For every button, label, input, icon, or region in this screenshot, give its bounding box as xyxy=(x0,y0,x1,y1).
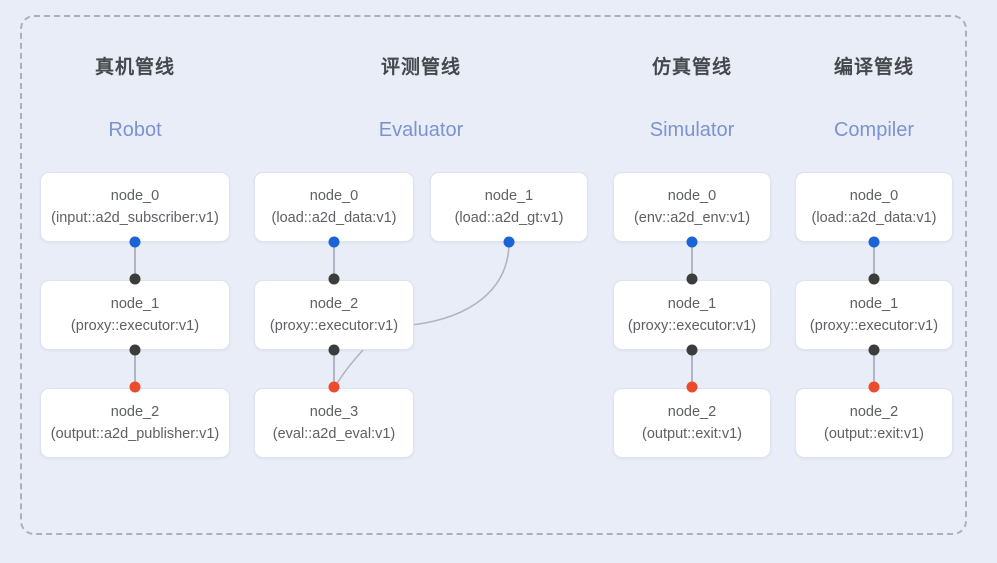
column-title-evaluator: 评测管线 xyxy=(380,57,461,78)
port-input-red[interactable] xyxy=(328,381,340,393)
column-subtitle-robot: Robot xyxy=(108,119,162,141)
node-name: node_0 xyxy=(309,188,359,204)
port-output-blue[interactable] xyxy=(328,236,340,248)
node-type: (proxy::executor:v1) xyxy=(809,318,939,334)
node-type: (env::a2d_env:v1) xyxy=(633,210,751,226)
port-input-red[interactable] xyxy=(686,381,698,393)
node-name: node_1 xyxy=(110,296,160,312)
node-name: node_0 xyxy=(667,188,717,204)
node-type: (load::a2d_data:v1) xyxy=(271,210,397,226)
node-type: (input::a2d_subscriber:v1) xyxy=(51,210,219,226)
port-input-red[interactable] xyxy=(868,381,880,393)
node-name: node_3 xyxy=(309,404,359,420)
column-robot: 真机管线 Robot xyxy=(40,55,230,143)
node-card[interactable]: node_0 (load::a2d_data:v1) xyxy=(795,172,953,242)
node-name: node_1 xyxy=(667,296,717,312)
node-card[interactable]: node_0 (input::a2d_subscriber:v1) xyxy=(40,172,230,242)
node-card[interactable]: node_2 (proxy::executor:v1) xyxy=(254,280,414,350)
node-card[interactable]: node_2 (output::exit:v1) xyxy=(613,388,771,458)
column-simulator: 仿真管线 Simulator xyxy=(597,55,787,143)
port-output-blue[interactable] xyxy=(503,236,515,248)
node-card[interactable]: node_1 (proxy::executor:v1) xyxy=(40,280,230,350)
port-output-black[interactable] xyxy=(686,344,698,356)
node-type: (output::a2d_publisher:v1) xyxy=(50,426,220,442)
edge-comp-1-2 xyxy=(873,349,875,387)
edge-sim-0-1 xyxy=(691,241,693,279)
node-type: (proxy::executor:v1) xyxy=(70,318,200,334)
column-subtitle-evaluator: Evaluator xyxy=(378,119,464,141)
node-card[interactable]: node_0 (load::a2d_data:v1) xyxy=(254,172,414,242)
node-card[interactable]: node_1 (proxy::executor:v1) xyxy=(795,280,953,350)
node-card[interactable]: node_2 (output::exit:v1) xyxy=(795,388,953,458)
port-input-black[interactable] xyxy=(686,273,698,285)
port-input-black[interactable] xyxy=(129,273,141,285)
edge-comp-0-1 xyxy=(873,241,875,279)
node-name: node_2 xyxy=(110,404,160,420)
port-output-black[interactable] xyxy=(868,344,880,356)
node-name: node_2 xyxy=(309,296,359,312)
node-type: (output::exit:v1) xyxy=(824,426,924,442)
port-input-black[interactable] xyxy=(868,273,880,285)
edge-eval-0-2 xyxy=(333,241,335,279)
column-subtitle-compiler: Compiler xyxy=(833,119,915,141)
node-name: node_1 xyxy=(484,188,534,204)
port-output-blue[interactable] xyxy=(686,236,698,248)
port-input-red[interactable] xyxy=(129,381,141,393)
column-title-compiler: 编译管线 xyxy=(833,57,914,78)
node-name: node_0 xyxy=(110,188,160,204)
column-compiler: 编译管线 Compiler xyxy=(779,55,969,143)
column-subtitle-simulator: Simulator xyxy=(649,119,735,141)
port-output-blue[interactable] xyxy=(129,236,141,248)
edge-robot-0-1 xyxy=(134,241,136,279)
node-type: (output::exit:v1) xyxy=(642,426,742,442)
port-output-blue[interactable] xyxy=(868,236,880,248)
node-type: (load::a2d_gt:v1) xyxy=(454,210,564,226)
edge-eval-2-3 xyxy=(333,349,335,387)
edge-sim-1-2 xyxy=(691,349,693,387)
edge-robot-1-2 xyxy=(134,349,136,387)
node-name: node_1 xyxy=(849,296,899,312)
node-card[interactable]: node_2 (output::a2d_publisher:v1) xyxy=(40,388,230,458)
port-output-black[interactable] xyxy=(328,344,340,356)
node-name: node_2 xyxy=(849,404,899,420)
dashed-container-frame xyxy=(20,15,967,535)
node-card[interactable]: node_3 (eval::a2d_eval:v1) xyxy=(254,388,414,458)
node-card[interactable]: node_1 (proxy::executor:v1) xyxy=(613,280,771,350)
port-input-black[interactable] xyxy=(328,273,340,285)
node-card[interactable]: node_1 (load::a2d_gt:v1) xyxy=(430,172,588,242)
node-type: (proxy::executor:v1) xyxy=(269,318,399,334)
node-type: (eval::a2d_eval:v1) xyxy=(272,426,396,442)
node-card[interactable]: node_0 (env::a2d_env:v1) xyxy=(613,172,771,242)
node-type: (proxy::executor:v1) xyxy=(627,318,757,334)
node-type: (load::a2d_data:v1) xyxy=(811,210,937,226)
node-name: node_0 xyxy=(849,188,899,204)
column-title-simulator: 仿真管线 xyxy=(651,57,732,78)
column-title-robot: 真机管线 xyxy=(94,57,175,78)
port-output-black[interactable] xyxy=(129,344,141,356)
column-evaluator: 评测管线 Evaluator xyxy=(326,55,516,143)
node-name: node_2 xyxy=(667,404,717,420)
